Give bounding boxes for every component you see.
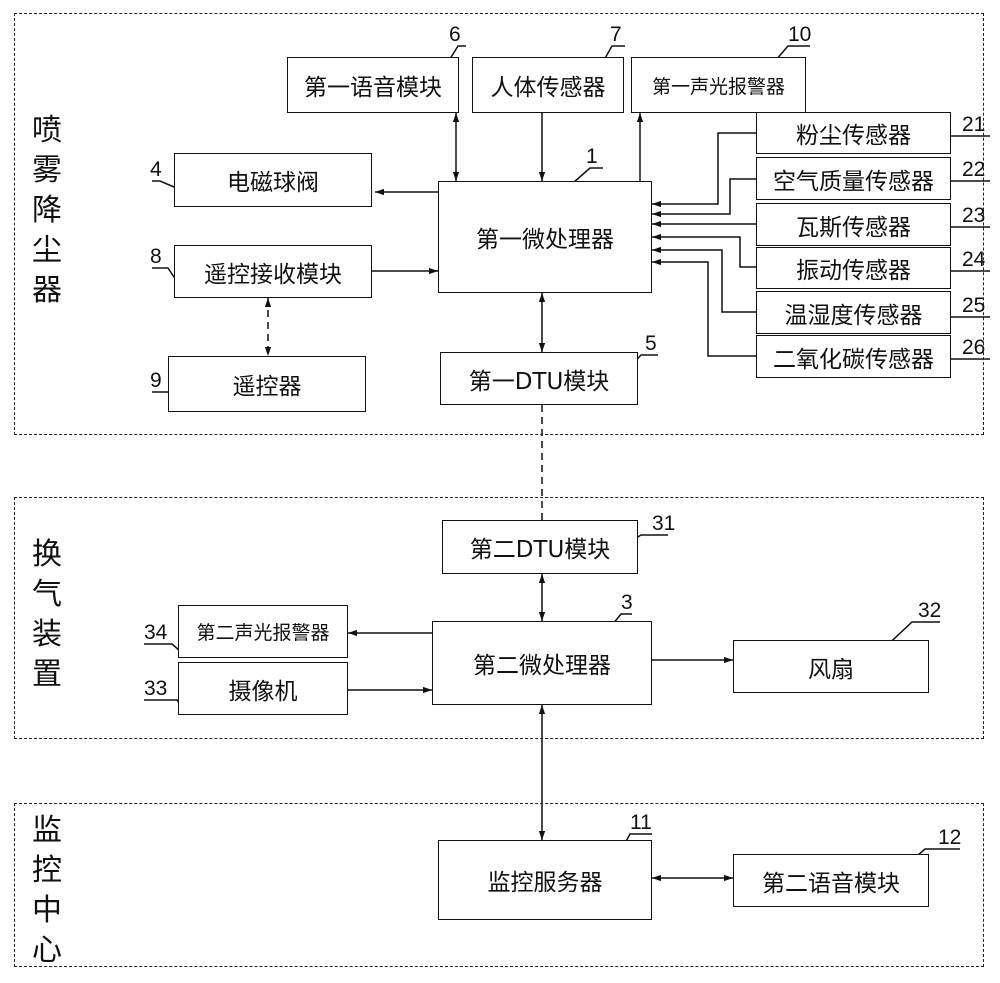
camera: 摄像机	[178, 662, 348, 715]
vibration-sensor: 振动传感器	[756, 247, 951, 289]
first-sound-light-alarm: 第一声光报警器	[631, 57, 806, 113]
first-voice-module: 第一语音模块	[287, 57, 459, 113]
fan: 风扇	[733, 640, 929, 693]
first-microprocessor: 第一微处理器	[438, 181, 652, 293]
second-dtu-module: 第二DTU模块	[442, 520, 638, 574]
dust-sensor: 粉尘传感器	[756, 112, 951, 154]
ref-num-dtu1: 5	[645, 332, 657, 355]
co2-sensor: 二氧化碳传感器	[756, 335, 951, 378]
ref-num-alarm2: 34	[144, 621, 168, 644]
ref-num-dtu2: 31	[652, 512, 676, 535]
group-ventilation-device	[14, 497, 984, 739]
link-vibration-micro1	[652, 233, 756, 268]
ref-num-remote-rx: 8	[150, 245, 162, 268]
group-monitoring-center	[14, 803, 984, 967]
ref-num-vibration: 24	[962, 248, 986, 271]
ref-num-co2: 26	[962, 336, 986, 359]
ref-num-camera: 33	[144, 677, 168, 700]
ref-num-server: 11	[630, 811, 652, 834]
air-quality-sensor: 空气质量传感器	[756, 157, 951, 200]
link-co2-micro1	[652, 258, 756, 357]
ref-num-alarm1: 10	[788, 23, 812, 46]
group-spray-dust-suppressor	[14, 13, 984, 435]
first-dtu-module: 第一DTU模块	[440, 352, 638, 405]
second-sound-light-alarm: 第二声光报警器	[178, 605, 348, 658]
ref-num-air: 22	[962, 158, 986, 181]
ref-num-remote: 9	[150, 369, 162, 392]
link-air-micro1	[652, 178, 756, 218]
remote-control-receiver: 遥控接收模块	[174, 245, 372, 298]
remote-controller: 遥控器	[168, 356, 366, 412]
ref-num-voice1: 6	[449, 23, 461, 46]
ref-num-micro2: 3	[621, 591, 633, 614]
temperature-humidity-sensor: 温湿度传感器	[756, 291, 951, 334]
second-microprocessor: 第二微处理器	[432, 621, 652, 705]
gas-sensor: 瓦斯传感器	[756, 203, 951, 246]
link-temphum-micro1	[652, 246, 756, 313]
ref-num-gas: 23	[962, 204, 986, 227]
ref-num-solenoid: 4	[150, 158, 162, 181]
solenoid-ball-valve: 电磁球阀	[174, 153, 372, 207]
group-label-spray: 喷雾降尘器	[32, 113, 62, 308]
link-dust-micro1	[652, 132, 756, 208]
human-body-sensor: 人体传感器	[472, 57, 624, 113]
ref-num-dust: 21	[962, 113, 986, 136]
ref-num-temp-hum: 25	[962, 294, 986, 317]
second-voice-module: 第二语音模块	[733, 854, 929, 907]
monitoring-server: 监控服务器	[438, 840, 652, 920]
ref-num-voice2: 12	[938, 826, 962, 849]
ref-num-fan: 32	[918, 599, 942, 622]
group-label-monitor: 监控中心	[32, 813, 62, 968]
ref-num-body-sensor: 7	[610, 23, 622, 46]
ref-num-micro1: 1	[586, 145, 598, 168]
group-label-ventilation: 换气装置	[32, 537, 62, 692]
